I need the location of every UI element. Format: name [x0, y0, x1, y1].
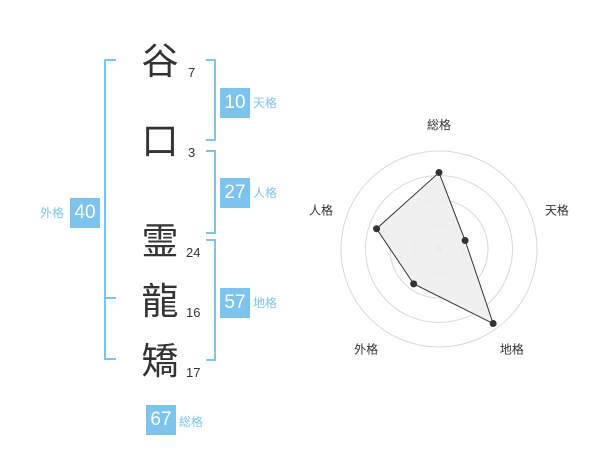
radar-point-3: [489, 320, 497, 328]
name-char-2: 口: [141, 120, 179, 163]
stroke-count-4: 16: [186, 305, 201, 320]
soukaku-value: 67: [146, 405, 176, 435]
radar-point-2: [461, 237, 469, 245]
jinkaku-value: 27: [220, 178, 250, 208]
jinkaku-bracket: [206, 150, 216, 234]
jinkaku-label: 人格: [253, 186, 278, 200]
stroke-count-5: 17: [186, 365, 201, 380]
name-char-1: 谷: [141, 40, 179, 83]
radar-point-5: [373, 225, 381, 233]
radar-point-4: [410, 280, 418, 288]
tenkaku-label: 天格: [253, 96, 278, 110]
gaikaku-bracket-divider: [104, 297, 116, 299]
gaikaku-value: 40: [70, 198, 100, 228]
radar-ring-4: [340, 150, 538, 348]
radar-points: [373, 169, 497, 328]
radar-axis-label-3: 地格: [500, 341, 524, 356]
stroke-count-1: 7: [188, 65, 196, 80]
chikaku-bracket: [206, 239, 216, 361]
radar-point-1: [435, 169, 443, 177]
radar-axis-label-2: 天格: [545, 203, 569, 218]
gaikaku-bracket: [104, 59, 116, 360]
name-char-4: 龍: [141, 280, 179, 323]
radar-axis-label-5: 人格: [309, 203, 333, 218]
chikaku-value: 57: [220, 288, 250, 318]
soukaku-label: 総格: [179, 415, 204, 429]
radar-axis-label-4: 外格: [354, 341, 378, 356]
stroke-count-2: 3: [188, 145, 196, 160]
tenkaku-value: 10: [220, 88, 250, 118]
tenkaku-bracket: [206, 59, 216, 141]
radar-axis-label-1: 総格: [427, 117, 451, 132]
chikaku-label: 地格: [253, 296, 278, 310]
gaikaku-label: 外格: [40, 206, 65, 220]
name-char-5: 矯: [141, 340, 179, 383]
radar-polygon: [375, 171, 495, 325]
name-char-3: 霊: [141, 220, 179, 263]
stroke-count-3: 24: [186, 245, 201, 260]
